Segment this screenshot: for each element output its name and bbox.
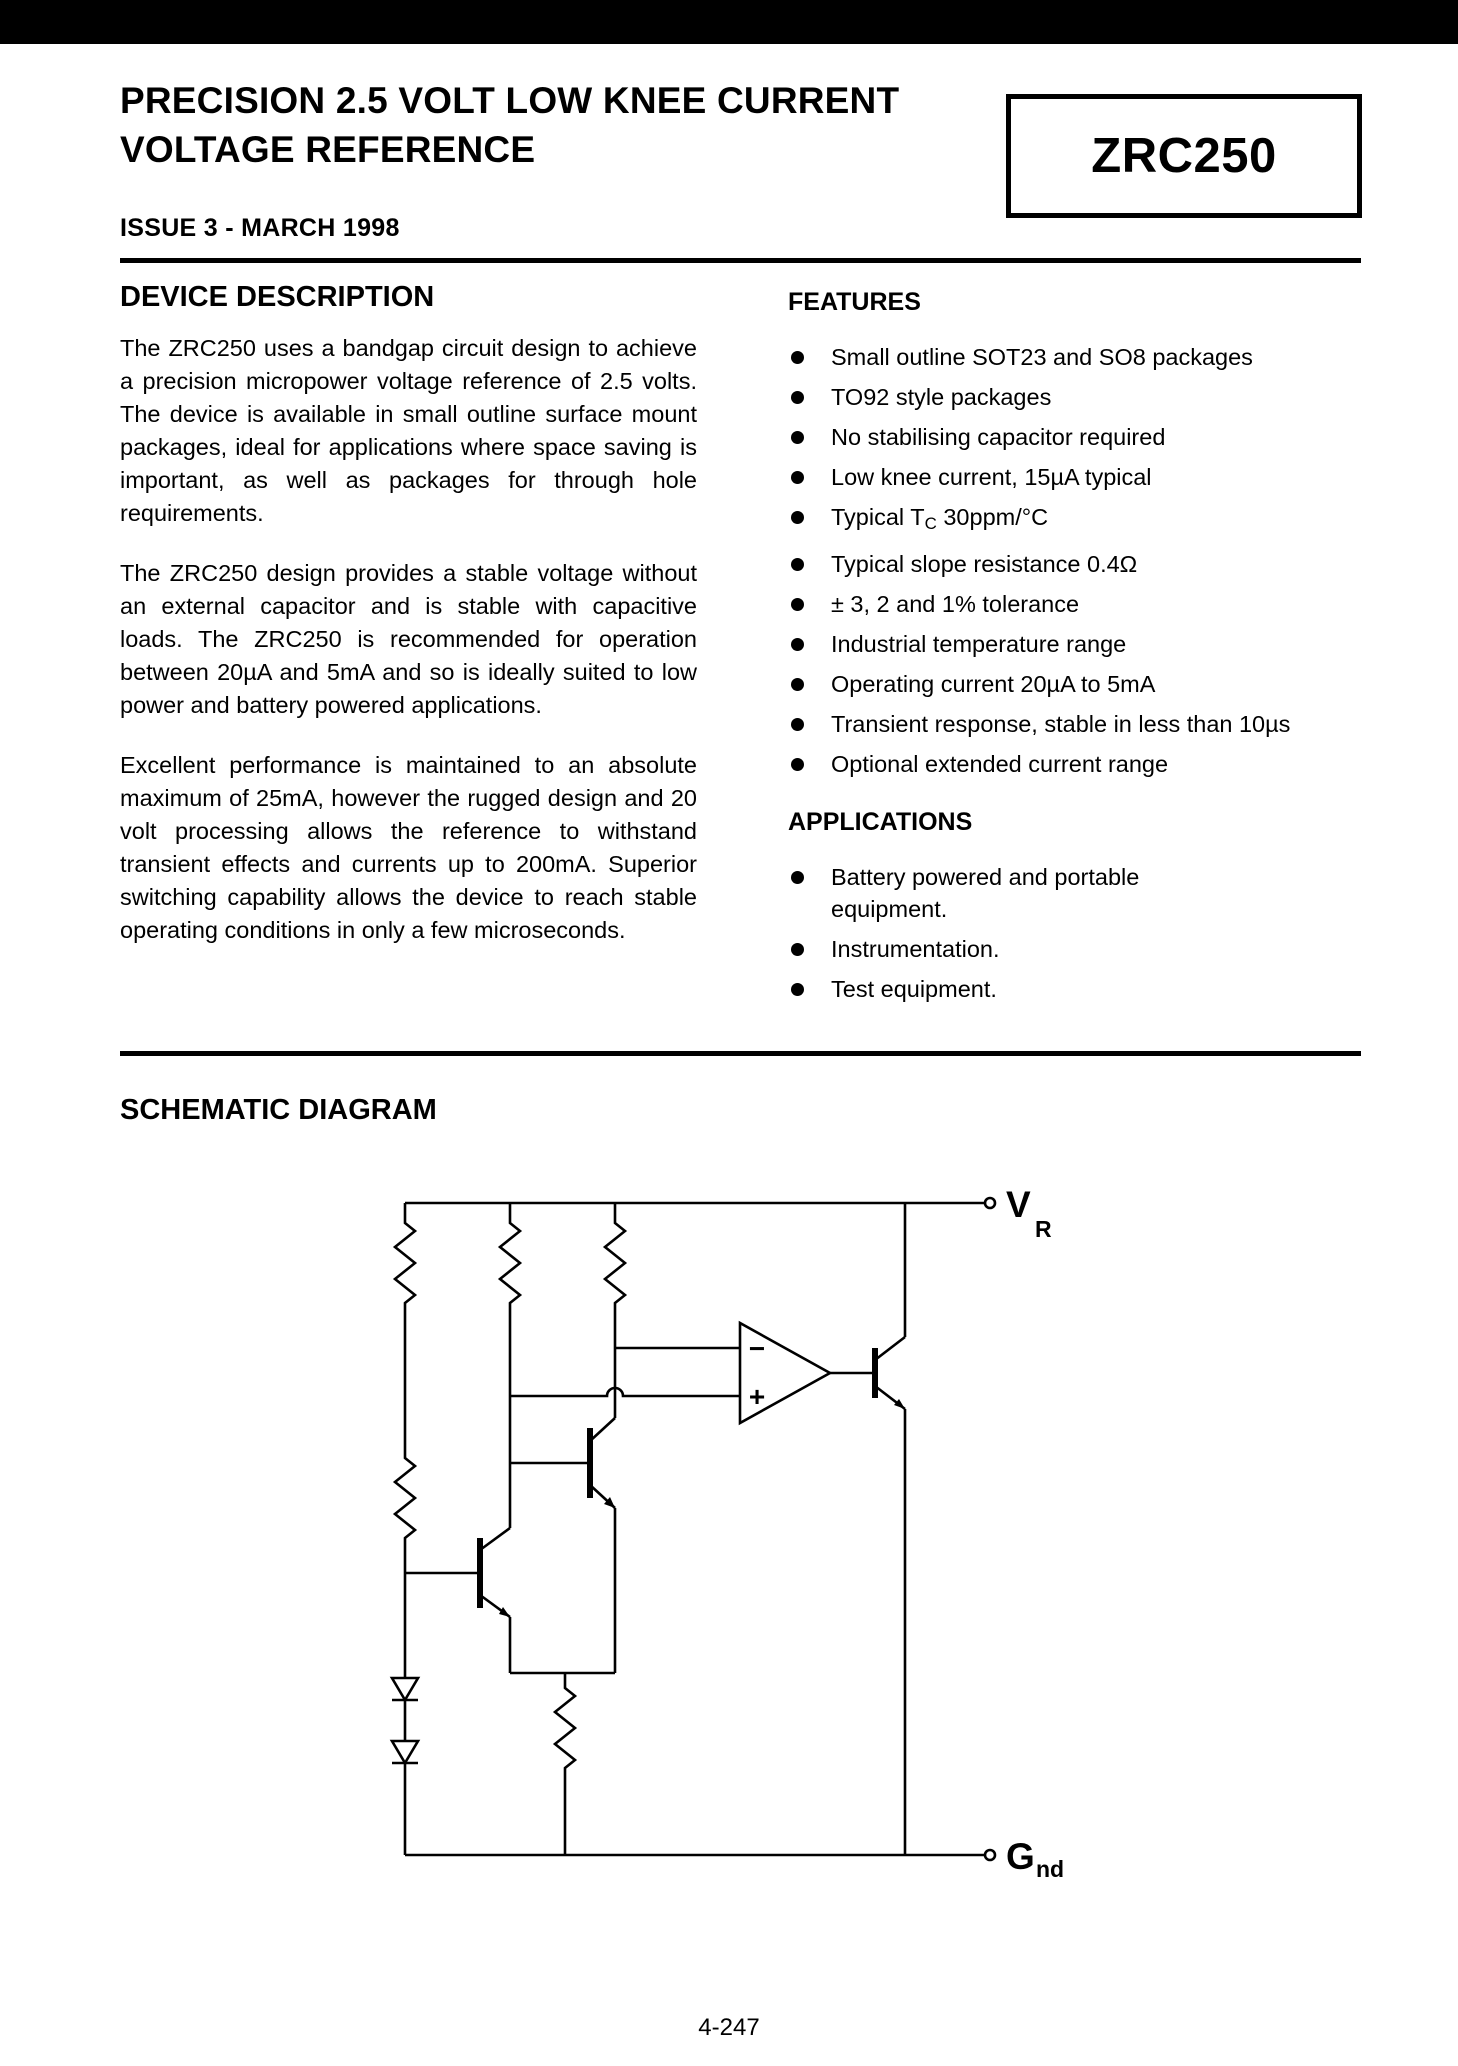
bullet-icon: [791, 431, 804, 444]
feature-item: Low knee current, 15µA typical: [788, 461, 1363, 493]
feature-label: ± 3, 2 and 1% tolerance: [831, 591, 1080, 618]
vr-label-subscript: R: [1035, 1216, 1052, 1242]
issue-line: ISSUE 3 - MARCH 1998: [120, 214, 400, 242]
transistor-a-collector: [589, 1417, 616, 1442]
title-line-2: VOLTAGE REFERENCE: [120, 129, 536, 170]
schematic-heading: SCHEMATIC DIAGRAM: [120, 1094, 437, 1126]
feature-label-subscript: C: [924, 514, 937, 534]
gnd-label-subscript: nd: [1036, 1856, 1064, 1882]
schematic-diagram: V R G nd − +: [389, 1184, 1064, 1882]
part-number: ZRC250: [1091, 129, 1277, 183]
feature-label: Typical TC 30ppm/°C: [831, 501, 1048, 540]
description-paragraph: Excellent performance is maintained to a…: [120, 752, 697, 943]
vr-label: V: [1006, 1184, 1031, 1225]
features-list: Small outline SOT23 and SO8 packages TO9…: [788, 341, 1363, 780]
feature-item: Operating current 20µA to 5mA: [788, 668, 1363, 700]
feature-label-post: 30ppm/°C: [936, 504, 1049, 530]
title-line-1: PRECISION 2.5 VOLT LOW KNEE CURRENT: [120, 80, 900, 121]
description-paragraph: The ZRC250 design provides a stable volt…: [120, 560, 697, 718]
resistor-left-lower: [392, 1443, 418, 1553]
feature-item: Small outline SOT23 and SO8 packages: [788, 341, 1363, 373]
gnd-label: G: [1006, 1836, 1035, 1877]
bullet-icon: [791, 718, 804, 732]
transistor-b-emitter-arrow: [499, 1607, 510, 1617]
output-transistor-collector: [874, 1335, 906, 1362]
resistor-middle-top: [497, 1203, 523, 1318]
opamp-triangle: [738, 1320, 833, 1426]
feature-item: Typical slope resistance 0.4Ω: [788, 548, 1363, 580]
bullet-icon: [791, 983, 804, 997]
feature-item: Industrial temperature range: [788, 628, 1363, 660]
feature-label: Typical slope resistance 0.4Ω: [831, 551, 1138, 578]
bullet-icon: [791, 758, 804, 772]
bullet-icon: [791, 558, 804, 572]
feature-item: ± 3, 2 and 1% tolerance: [788, 588, 1363, 620]
bullet-icon: [791, 871, 804, 885]
opamp-minus-sign: −: [749, 1333, 765, 1364]
horizontal-rule-middle: [120, 1051, 1361, 1056]
transistor-b-collector: [479, 1526, 511, 1552]
applications-heading: APPLICATIONS: [788, 808, 973, 837]
feature-label: Operating current 20µA to 5mA: [831, 671, 1156, 698]
feature-label: TO92 style packages: [831, 384, 1052, 410]
diode-1: [389, 1676, 421, 1703]
application-item: Instrumentation.: [788, 933, 1363, 965]
bullet-icon: [791, 391, 804, 404]
feature-item: No stabilising capacitor required: [788, 421, 1363, 453]
resistor-left-top: [392, 1203, 418, 1318]
document-title: PRECISION 2.5 VOLT LOW KNEE CURRENT VOLT…: [120, 76, 899, 174]
feature-item: TO92 style packages: [788, 381, 1363, 413]
transistor-a-emitter-arrow: [604, 1497, 615, 1508]
feature-item: Transient response, stable in less than …: [788, 708, 1363, 740]
device-description-text: The ZRC250 uses a bandgap circuit design…: [120, 332, 697, 947]
output-transistor-emitter-arrow: [894, 1399, 905, 1409]
applications-list: Battery powered and portable equipment. …: [788, 861, 1363, 1005]
feature-label: Transient response, stable in less than …: [831, 711, 1291, 738]
description-paragraph: The ZRC250 uses a bandgap circuit design…: [120, 335, 697, 526]
bullet-icon: [791, 351, 804, 364]
application-label: Test equipment.: [831, 976, 997, 1003]
feature-label: No stabilising capacitor required: [831, 424, 1166, 450]
opamp-noninverting-input-wire: [510, 1386, 740, 1398]
resistor-right-top: [602, 1203, 628, 1318]
bullet-icon: [791, 471, 804, 484]
application-item: Test equipment.: [788, 973, 1363, 1005]
feature-label-pre: Typical T: [831, 504, 925, 530]
bullet-icon: [791, 511, 804, 524]
vr-terminal: [983, 1196, 997, 1210]
feature-label: Optional extended current range: [831, 751, 1169, 778]
bullet-icon: [791, 943, 804, 957]
application-item: Battery powered and portable equipment.: [788, 861, 1363, 925]
bullet-icon: [791, 678, 804, 692]
resistor-bottom: [552, 1673, 578, 1793]
feature-label: Small outline SOT23 and SO8 packages: [831, 344, 1253, 370]
gnd-terminal: [983, 1848, 997, 1862]
feature-item: Typical TC 30ppm/°C: [788, 501, 1363, 540]
top-border-bar: [0, 0, 1458, 44]
feature-label: Low knee current, 15µA typical: [831, 464, 1152, 490]
diode-2: [389, 1739, 421, 1766]
bullet-icon: [791, 598, 804, 612]
bullet-icon: [791, 638, 804, 652]
device-description-heading: DEVICE DESCRIPTION: [120, 281, 435, 313]
feature-label: Industrial temperature range: [831, 631, 1127, 658]
application-label: Battery powered and portable equipment.: [831, 864, 1140, 923]
part-number-box: ZRC250: [1006, 94, 1362, 218]
opamp-plus-sign: +: [749, 1381, 765, 1412]
horizontal-rule-top: [120, 258, 1361, 263]
features-heading: FEATURES: [788, 288, 921, 316]
application-label: Instrumentation.: [831, 936, 1000, 963]
right-column: FEATURES Small outline SOT23 and SO8 pac…: [788, 288, 1363, 1005]
feature-item: Optional extended current range: [788, 748, 1363, 780]
page-number: 4-247: [698, 2014, 760, 2041]
